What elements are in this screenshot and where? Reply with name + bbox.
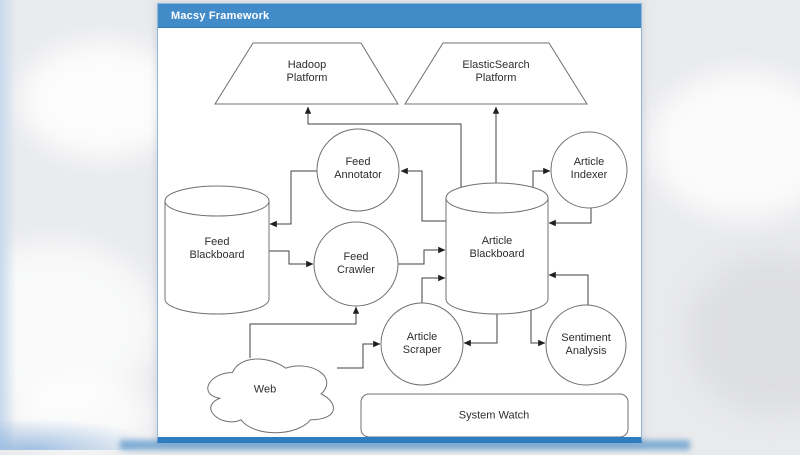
edge-article-blackboard-to-article-indexer bbox=[532, 167, 551, 188]
edge-article-scraper-to-article-blackboard bbox=[421, 274, 446, 304]
backdrop-blob bbox=[688, 255, 800, 415]
backdrop-bottom-haze bbox=[120, 440, 690, 450]
elasticsearch-platform-shape bbox=[404, 42, 588, 105]
article-blackboard-shape bbox=[445, 182, 549, 315]
web-shape bbox=[207, 358, 334, 434]
feed-crawler-shape bbox=[313, 221, 399, 307]
edge-article-blackboard-to-feed-annotator bbox=[400, 167, 448, 222]
diagram-svg bbox=[164, 42, 629, 437]
node-label-system-watch: System Watch bbox=[458, 409, 530, 422]
article-indexer-shape bbox=[550, 131, 628, 209]
edge-article-indexer-to-article-blackboard bbox=[548, 208, 592, 227]
node-label-web: Web bbox=[253, 383, 277, 396]
edge-article-blackboard-to-article-scraper bbox=[463, 312, 498, 347]
edge-article-blackboard-to-hadoop-platform bbox=[304, 106, 462, 190]
sentiment-analysis-shape bbox=[545, 304, 627, 386]
edge-sentiment-analysis-to-article-blackboard bbox=[548, 271, 589, 305]
edge-feed-annotator-to-feed-blackboard bbox=[269, 170, 319, 228]
edge-article-blackboard-to-sentiment-analysis bbox=[530, 309, 546, 347]
article-scraper-shape bbox=[380, 302, 464, 386]
backdrop-left-band bbox=[0, 0, 16, 450]
edge-web-to-article-scraper bbox=[337, 340, 381, 369]
backdrop-blob bbox=[648, 70, 800, 220]
window-header: Macsy Framework bbox=[158, 4, 641, 28]
edge-feed-blackboard-to-feed-crawler bbox=[267, 250, 314, 268]
edge-web-to-feed-crawler bbox=[249, 306, 360, 358]
feed-annotator-shape bbox=[316, 128, 400, 212]
feed-blackboard-shape bbox=[164, 185, 270, 315]
hadoop-platform-shape bbox=[214, 42, 399, 105]
edge-feed-crawler-to-article-blackboard bbox=[396, 246, 446, 265]
window-title: Macsy Framework bbox=[171, 9, 270, 22]
system-watch-shape bbox=[360, 393, 629, 437]
